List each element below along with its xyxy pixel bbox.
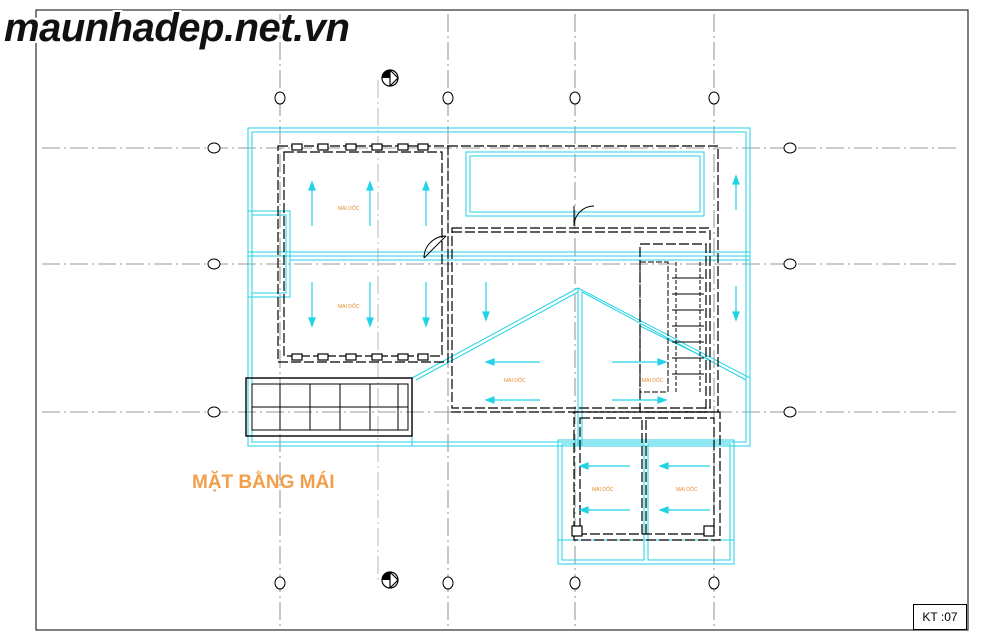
slope-label: MÁI DỐC (592, 486, 614, 493)
axis-bubbles (207, 91, 797, 590)
sheet-border (35, 9, 969, 631)
wall-lines (277, 145, 721, 541)
slope-arrows (308, 174, 740, 514)
horizontal-grid-axes (42, 147, 960, 413)
section-marker-bottom (381, 571, 399, 589)
door-swings (423, 205, 595, 259)
slope-label: MÁI DỐC (338, 303, 360, 310)
roof-outlines (247, 127, 751, 565)
slope-label: MÁI DỐC (676, 486, 698, 493)
slope-label: MÁI DỐC (338, 205, 360, 212)
sheet-number-box: KT :07 (913, 604, 967, 630)
balcony-grid (245, 377, 413, 437)
columns (291, 143, 715, 537)
slope-label: MÁI DỐC (642, 377, 664, 384)
slope-labels: MÁI DỐC MÁI DỐC MÁI DỐC MÁI DỐC MÁI DỐC … (338, 205, 698, 493)
section-marker-top (381, 69, 399, 87)
drawing-title: MẶT BẰNG MÁI (192, 472, 335, 493)
slope-label: MÁI DỐC (504, 377, 526, 384)
sheet-number: KT :07 (922, 610, 958, 624)
watermark-text: maunhadep.net.vn (4, 6, 350, 50)
stair-detail (639, 261, 704, 393)
